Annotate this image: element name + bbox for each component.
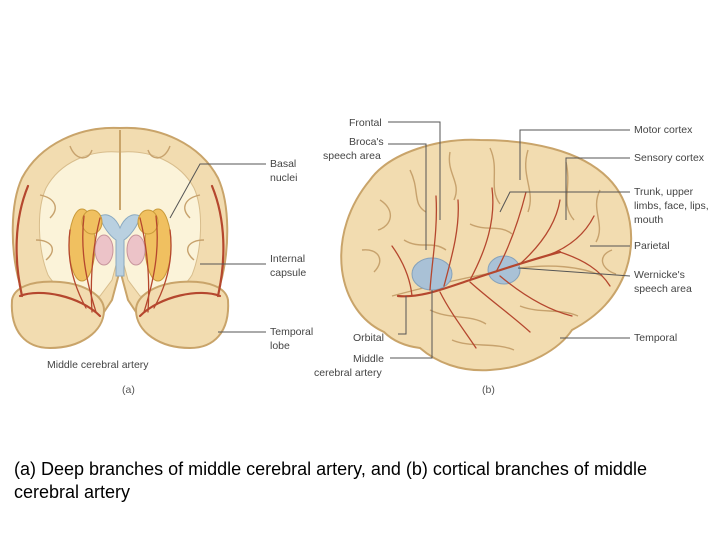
figure-caption: (a) Deep branches of middle cerebral art… bbox=[14, 459, 647, 502]
label-frontal: Frontal bbox=[349, 117, 382, 129]
label-internal-line1: Internal bbox=[270, 253, 305, 265]
thalamus-left bbox=[94, 234, 114, 266]
label-basal-line1: Basal bbox=[270, 158, 296, 170]
lateral-brain-outline bbox=[340, 138, 633, 372]
label-wernicke-line1: Wernicke's bbox=[634, 269, 685, 281]
label-internal-line2: capsule bbox=[270, 267, 306, 279]
mca-left-lateral bbox=[15, 184, 30, 298]
label-temporal-lobe-line1: Temporal bbox=[270, 326, 313, 338]
mca-diagram: Basal nuclei Internal capsule Temporal l… bbox=[10, 117, 709, 396]
label-middle-line2: cerebral artery bbox=[314, 367, 382, 379]
thalamus-right bbox=[126, 234, 146, 266]
label-orbital: Orbital bbox=[353, 332, 384, 344]
caudate-right bbox=[137, 209, 159, 235]
coronal-section bbox=[10, 126, 230, 350]
mca-left-trunk bbox=[18, 291, 102, 318]
label-middle-line1: Middle bbox=[353, 353, 384, 365]
sublabel-b: (b) bbox=[482, 384, 495, 396]
caudate-left bbox=[81, 209, 103, 235]
label-motor-cortex: Motor cortex bbox=[634, 124, 693, 136]
label-parietal: Parietal bbox=[634, 240, 670, 252]
label-temporal-lobe-line2: lobe bbox=[270, 340, 290, 352]
lateral-brain bbox=[340, 138, 633, 372]
label-sensory-cortex: Sensory cortex bbox=[634, 152, 705, 164]
label-middle-cerebral-artery-a: Middle cerebral artery bbox=[47, 359, 149, 371]
label-trunk-line3: mouth bbox=[634, 214, 663, 226]
mca-right-lateral bbox=[210, 184, 225, 298]
sublabel-a: (a) bbox=[122, 384, 135, 396]
label-temporal-b: Temporal bbox=[634, 332, 677, 344]
label-broca-line2: speech area bbox=[323, 150, 381, 162]
mca-right-trunk bbox=[138, 291, 222, 318]
label-basal-line2: nuclei bbox=[270, 172, 297, 184]
label-broca-line1: Broca's bbox=[349, 136, 384, 148]
label-wernicke-line2: speech area bbox=[634, 283, 692, 295]
label-trunk-line2: limbs, face, lips, bbox=[634, 200, 709, 212]
label-trunk-line1: Trunk, upper bbox=[634, 186, 694, 198]
